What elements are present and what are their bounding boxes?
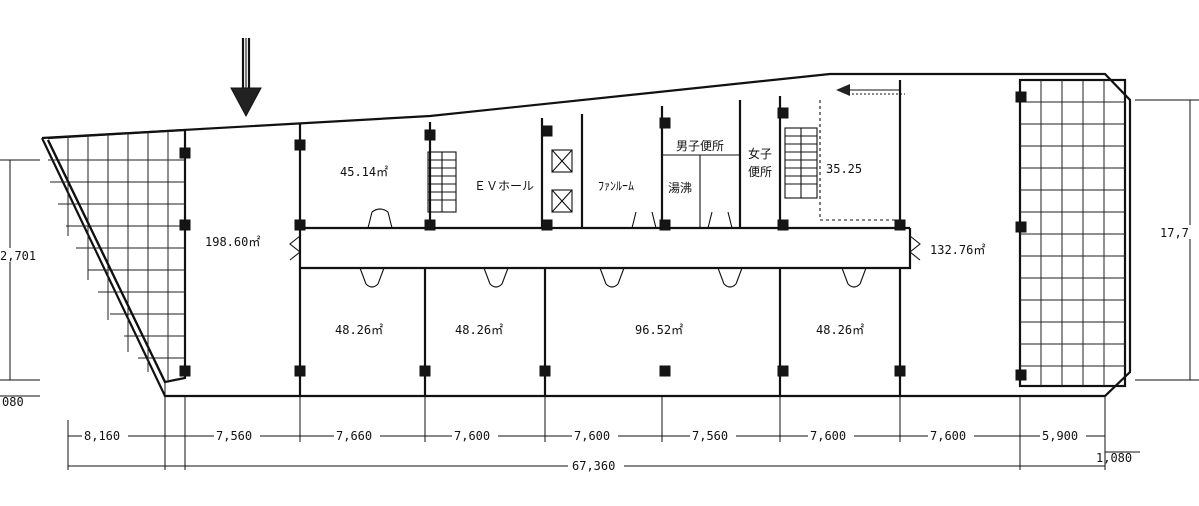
room-label-ev-hall: ＥＶホール (474, 179, 534, 193)
room-label-womens-toilet: 便所 (748, 165, 772, 179)
room-label-kyutou: 湯沸 (668, 181, 692, 195)
column-square-icon (894, 219, 906, 231)
left-height-label: 2,701 (0, 249, 36, 263)
column-square-icon (424, 219, 436, 231)
door-swing-icon (289, 208, 921, 288)
building-outline (41, 72, 1132, 398)
column-square-icon (179, 219, 191, 231)
room-label-womens-toilet: 女子 (748, 146, 772, 161)
column-square-icon (659, 365, 671, 377)
column-square-icon (659, 117, 671, 129)
area-label: 198.60㎡ (205, 235, 260, 249)
stair-icon (784, 127, 818, 199)
columns (179, 91, 1027, 381)
column-square-icon (179, 365, 191, 377)
column-square-icon (777, 365, 789, 377)
left-grid-zone (47, 128, 187, 384)
side-arrow-icon (836, 84, 905, 96)
column-square-icon (659, 219, 671, 231)
column-square-icon (1015, 369, 1027, 381)
stair-icon (427, 151, 457, 213)
column-square-icon (294, 139, 306, 151)
column-square-icon (539, 365, 551, 377)
area-label: 48.26㎡ (455, 323, 503, 337)
dimension-label: 7,600 (574, 429, 610, 443)
corridor (298, 226, 912, 270)
total-width-label: 67,360 (572, 459, 615, 473)
column-square-icon (777, 219, 789, 231)
dimension-label: 7,560 (692, 429, 728, 443)
dimension-label: 7,660 (336, 429, 372, 443)
entrance-arrow-icon (230, 38, 262, 118)
column-square-icon (179, 147, 191, 159)
area-label: 48.26㎡ (335, 323, 383, 337)
dimension-label: 7,600 (454, 429, 490, 443)
column-square-icon (424, 129, 436, 141)
column-square-icon (541, 219, 553, 231)
column-square-icon (419, 365, 431, 377)
area-label: 45.14㎡ (340, 165, 388, 179)
dimension-label: 7,600 (810, 429, 846, 443)
right-grid-zone (1018, 78, 1127, 388)
right-offset-label: 1,080 (1096, 451, 1132, 465)
area-label: 132.76㎡ (930, 243, 985, 257)
area-label: 96.52㎡ (635, 323, 683, 337)
column-square-icon (541, 125, 553, 137)
column-square-icon (777, 107, 789, 119)
area-label: 35.25 (826, 162, 862, 176)
left-offset-label: 080 (2, 395, 24, 409)
column-square-icon (294, 365, 306, 377)
column-square-icon (1015, 91, 1027, 103)
column-square-icon (894, 365, 906, 377)
partitions (298, 80, 902, 396)
column-square-icon (294, 219, 306, 231)
right-height-label: 17,7 (1160, 226, 1189, 240)
room-label-fan-room: ﾌｧﾝﾙｰﾑ (598, 179, 634, 193)
column-square-icon (1015, 221, 1027, 233)
dimension-label: 7,560 (216, 429, 252, 443)
dimension-label: 5,900 (1042, 429, 1078, 443)
room-label-mens-toilet: 男子便所 (676, 139, 724, 153)
area-label: 48.26㎡ (816, 323, 864, 337)
elevator-box-icon (551, 189, 573, 213)
elevator-box-icon (551, 149, 573, 173)
dimension-label: 8,160 (84, 429, 120, 443)
dimension-label: 7,600 (930, 429, 966, 443)
